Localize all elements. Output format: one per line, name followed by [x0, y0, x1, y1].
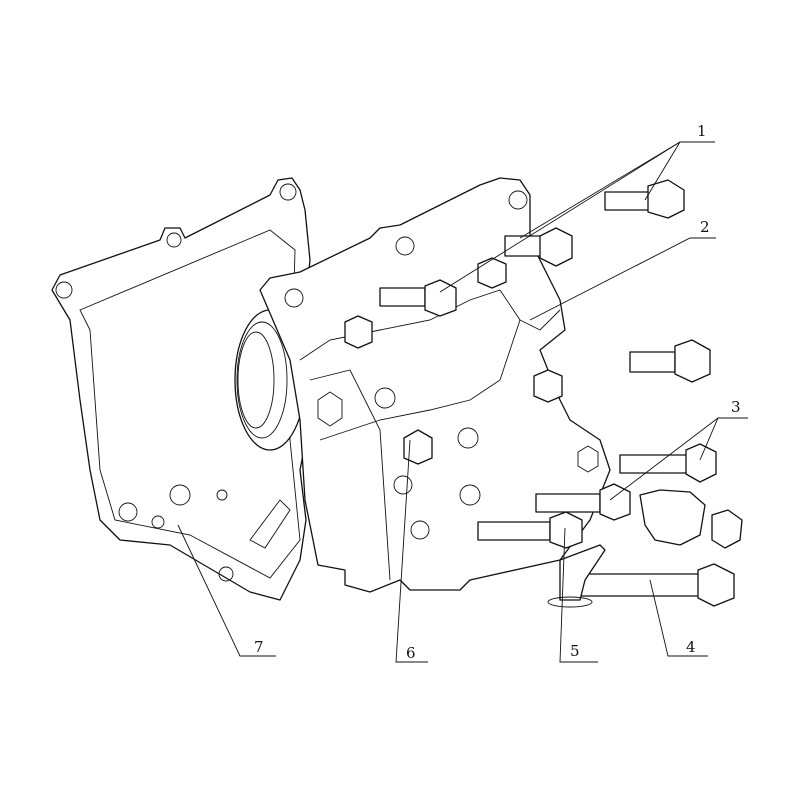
nut-6 — [344, 257, 563, 465]
callout-1: 1 — [697, 122, 707, 140]
callout-5: 5 — [570, 642, 580, 660]
callout-2: 2 — [700, 218, 710, 236]
callout-6: 6 — [406, 644, 416, 662]
callout-3: 3 — [731, 398, 741, 416]
long-bolt-4 — [569, 563, 735, 607]
bolt-5 — [477, 511, 606, 608]
leader-lines — [177, 141, 748, 663]
callout-4: 4 — [686, 638, 696, 656]
bolts-3 — [535, 443, 743, 549]
callout-7: 7 — [254, 638, 264, 656]
bolts-1 — [379, 179, 711, 383]
pump-body — [234, 177, 611, 593]
